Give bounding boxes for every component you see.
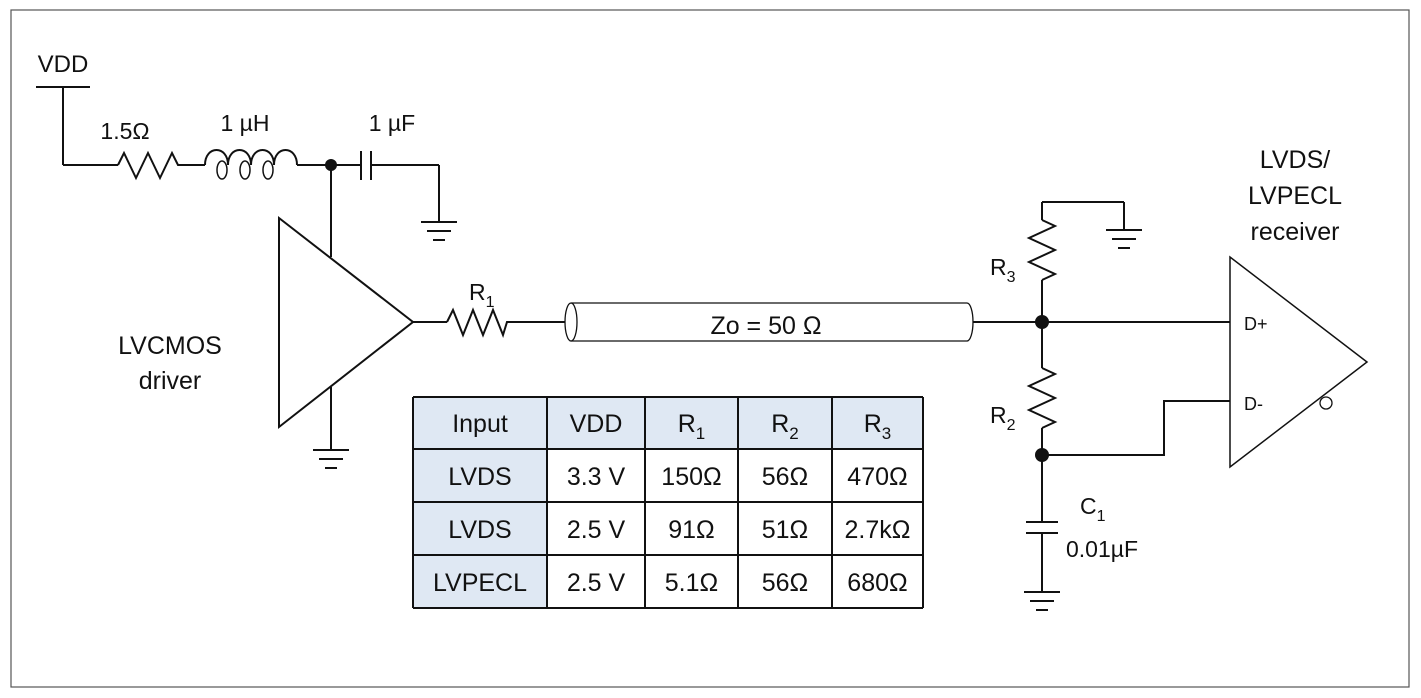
table-header-cell: R3 — [864, 410, 892, 443]
driver-label-line2: driver — [139, 367, 202, 395]
receiver-label-line1: LVDS/ — [1260, 146, 1330, 174]
table-header-text: Input — [452, 410, 508, 438]
table-cell: 51Ω — [762, 516, 809, 544]
supply-resistor-value: 1.5Ω — [100, 118, 149, 144]
table-header-cell: R2 — [771, 410, 799, 443]
supply-decoupling-capacitor — [331, 151, 440, 222]
ground-symbol-r3 — [1106, 229, 1142, 249]
c1-label: C1 — [1080, 493, 1106, 525]
transmission-line — [564, 302, 974, 342]
receiver-label-line3: receiver — [1251, 218, 1340, 246]
table-header-text: VDD — [570, 410, 623, 438]
ground-symbol-driver — [313, 449, 349, 469]
table-header-background — [413, 397, 923, 449]
table-header-cell: R1 — [678, 410, 706, 443]
supply-inductor-value: 1 µH — [220, 110, 269, 136]
supply-resistor — [117, 150, 205, 181]
supply-capacitor-value: 1 µF — [369, 110, 415, 136]
table-header-text: R — [678, 410, 696, 438]
resistor-r1 — [446, 307, 565, 339]
r2-label: R2 — [990, 402, 1016, 434]
table-cell: 470Ω — [847, 463, 907, 491]
table-first-column-background — [413, 449, 547, 608]
driver-label-line1: LVCMOS — [118, 332, 222, 360]
table-cell: 3.3 V — [567, 463, 626, 491]
receiver-pin-dplus: D+ — [1244, 314, 1268, 334]
receiver-pin-dminus: D- — [1244, 394, 1263, 414]
table-row-input-cell: LVDS — [448, 463, 511, 491]
table-cell: 56Ω — [762, 569, 809, 597]
vdd-label: VDD — [38, 51, 89, 78]
table-cell: 2.5 V — [567, 516, 626, 544]
table-cell: 150Ω — [661, 463, 721, 491]
transmission-line-impedance: Zo = 50 Ω — [710, 312, 821, 340]
table-cell: 5.1Ω — [665, 569, 718, 597]
ground-symbol-supply — [421, 221, 457, 241]
diagram-frame — [10, 9, 1410, 688]
receiver-inversion-bubble-icon — [1319, 396, 1333, 410]
table-header-text: R — [864, 410, 882, 438]
table-header-subscript: 2 — [789, 424, 798, 443]
resistor-r3 — [1026, 201, 1125, 322]
receiver-label-line2: LVPECL — [1248, 182, 1342, 210]
lvcmos-driver-amplifier — [278, 215, 415, 430]
table-cell: 2.7kΩ — [845, 516, 911, 544]
table-cell: 91Ω — [668, 516, 715, 544]
table-header-cell: VDD — [570, 410, 623, 438]
r3-label: R3 — [990, 254, 1016, 286]
dminus-input-wire — [1042, 400, 1230, 456]
c1-value: 0.01µF — [1066, 536, 1138, 562]
capacitor-c1 — [1026, 455, 1058, 592]
r1-label: R1 — [469, 279, 495, 311]
table-cell: 2.5 V — [567, 569, 626, 597]
table-header-subscript: 3 — [882, 424, 891, 443]
table-header-text: R — [771, 410, 789, 438]
ground-symbol-c1 — [1024, 591, 1060, 611]
table-row-input-cell: LVDS — [448, 516, 511, 544]
table-header-subscript: 1 — [696, 424, 705, 443]
vdd-supply-rail — [36, 86, 118, 166]
table-header-cell: Input — [452, 410, 508, 438]
table-cell: 680Ω — [847, 569, 907, 597]
lvds-lvpecl-receiver-amplifier — [1229, 255, 1369, 469]
resistor-r2 — [1026, 322, 1058, 455]
supply-inductor — [204, 149, 331, 180]
table-cell: 56Ω — [762, 463, 809, 491]
table-row-input-cell: LVPECL — [433, 569, 527, 597]
